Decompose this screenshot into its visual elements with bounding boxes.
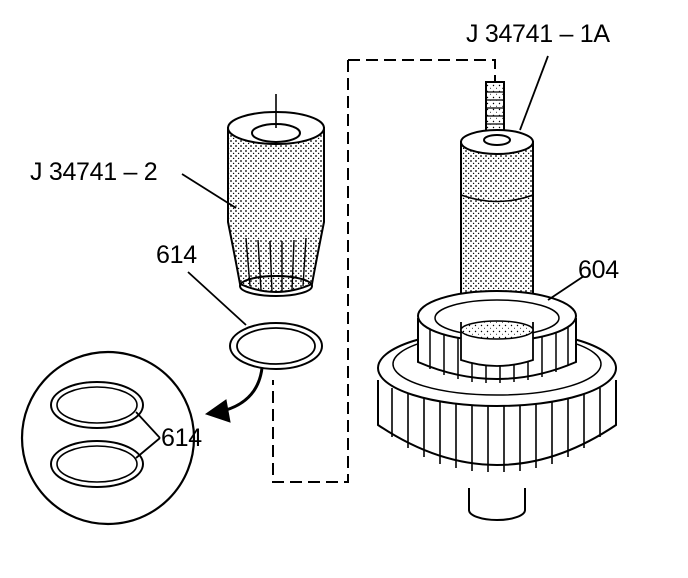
label-clutch-assembly: 604 xyxy=(578,256,619,284)
leader-lines xyxy=(135,55,585,459)
detail-arrow xyxy=(204,367,264,423)
label-seal-detail: 614 xyxy=(161,424,202,452)
protector-body xyxy=(227,127,325,293)
seal-protector xyxy=(227,94,325,297)
leader-614-b1 xyxy=(135,411,161,439)
label-tool-installer: J 34741 – 1A xyxy=(466,20,610,48)
label-tool-protector: J 34741 – 2 xyxy=(30,158,158,186)
leader-tool-2 xyxy=(181,173,237,209)
seal-ring xyxy=(229,322,323,370)
leader-tool-1a xyxy=(519,55,549,131)
leader-614-b2 xyxy=(135,437,161,459)
label-seal-ring: 614 xyxy=(156,241,197,269)
detail-view xyxy=(20,350,196,526)
leader-614-a xyxy=(187,271,247,326)
leader-604 xyxy=(547,275,585,301)
alignment-guide xyxy=(272,59,496,483)
clutch-assembly xyxy=(377,290,617,521)
